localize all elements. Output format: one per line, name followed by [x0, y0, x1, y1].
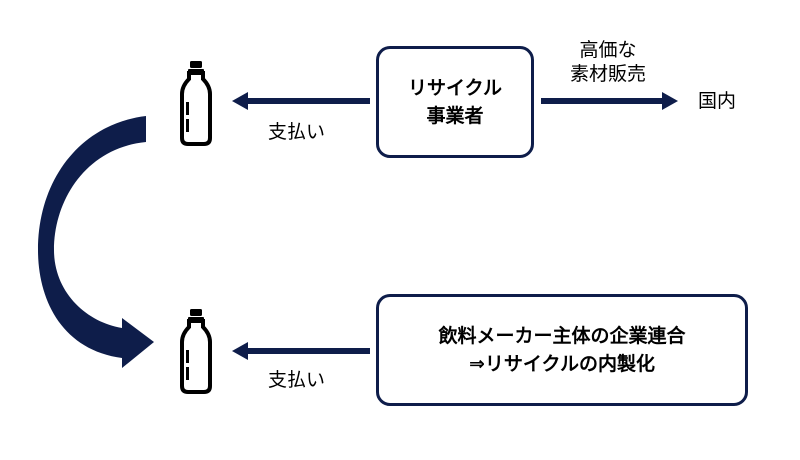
- sale-label-line2: 素材販売: [569, 63, 646, 85]
- domestic-label: 国内: [698, 90, 737, 112]
- payment-label-top: 支払い: [268, 121, 326, 143]
- payment-arrow-top: [232, 92, 370, 110]
- sale-arrow: [541, 92, 678, 110]
- payment-arrow-bottom: [232, 342, 370, 360]
- beverage-alliance-line1: 飲料メーカー主体の企業連合: [438, 325, 686, 347]
- recycling-operator-box: リサイクル 事業者: [376, 46, 534, 158]
- curved-arrow: [38, 116, 154, 368]
- payment-label-bottom: 支払い: [268, 369, 326, 391]
- bottle-icon: [180, 59, 212, 146]
- sale-label-line1: 高価な: [579, 39, 637, 61]
- bottle-icon: [180, 307, 212, 394]
- beverage-alliance-line2: ⇒リサイクルの内製化: [469, 353, 655, 375]
- recycling-operator-line2: 事業者: [426, 105, 484, 127]
- recycling-operator-line1: リサイクル: [407, 77, 503, 99]
- beverage-alliance-box: 飲料メーカー主体の企業連合 ⇒リサイクルの内製化: [376, 294, 748, 406]
